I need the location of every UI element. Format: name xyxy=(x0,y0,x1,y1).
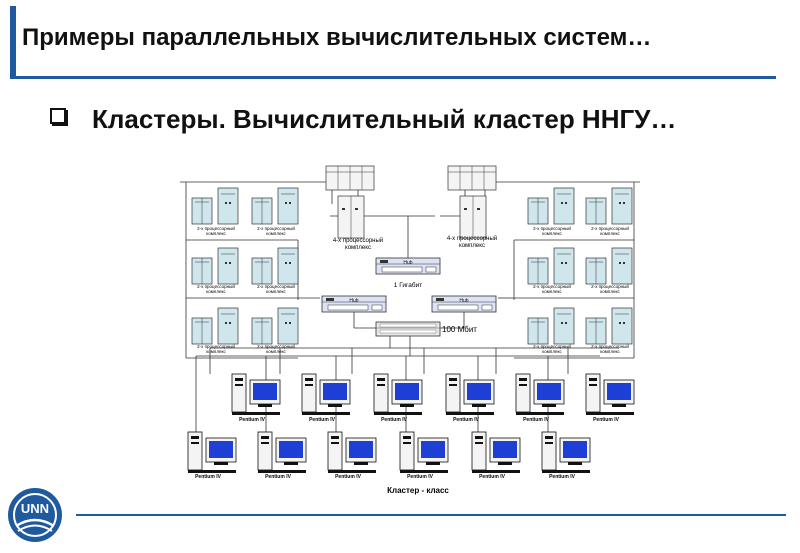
pc-row2-6: Pentium IV xyxy=(541,431,591,480)
title-underline xyxy=(10,76,776,79)
svg-text:Pentium IV: Pentium IV xyxy=(593,417,620,423)
pc-row2-3: Pentium IV xyxy=(327,431,377,480)
svg-text:комплекс: комплекс xyxy=(206,231,226,236)
svg-text:2-х процессорный: 2-х процессорный xyxy=(197,283,235,289)
cluster-diagram: 2-х процессорный комплекс 2-х процессорн… xyxy=(180,165,640,495)
svg-text:Hub: Hub xyxy=(459,298,468,304)
svg-text:Pentium IV: Pentium IV xyxy=(407,474,434,480)
bullet-square-icon xyxy=(50,108,66,124)
svg-text:комплекс: комплекс xyxy=(600,231,620,236)
dual-node-r3: 2-х процессорный комплекс xyxy=(527,247,575,294)
svg-text:4-х процессорный: 4-х процессорный xyxy=(447,235,497,242)
svg-text:4-х процессорный: 4-х процессорный xyxy=(333,237,383,244)
dual-node-l5: 2-х процессорный комплекс xyxy=(191,307,239,354)
svg-text:Pentium IV: Pentium IV xyxy=(549,474,576,480)
svg-text:2-х процессорный: 2-х процессорный xyxy=(257,225,295,231)
svg-text:комплекс: комплекс xyxy=(266,231,286,236)
pc-row2-4: Pentium IV xyxy=(399,431,449,480)
svg-text:Pentium IV: Pentium IV xyxy=(195,474,222,480)
svg-text:Pentium IV: Pentium IV xyxy=(523,417,550,423)
dual-node-l4: 2-х процессорный комплекс xyxy=(251,247,299,294)
pc-row1-1: Pentium IV xyxy=(231,373,281,423)
svg-text:2-х процессорный: 2-х процессорный xyxy=(533,225,571,231)
svg-text:2-х процессорный: 2-х процессорный xyxy=(591,343,629,349)
pc-row1-5: Pentium IV xyxy=(515,373,565,423)
svg-text:Hub: Hub xyxy=(349,298,358,304)
pc-row1-2: Pentium IV xyxy=(301,373,351,423)
unn-logo: UNN xyxy=(8,488,62,542)
quad-server-left: 4-х процессорный комплекс xyxy=(325,165,383,251)
svg-text:Hub: Hub xyxy=(403,260,412,266)
svg-text:комплекс: комплекс xyxy=(459,243,485,249)
dual-node-l3: 2-х процессорный комплекс xyxy=(191,247,239,294)
dual-node-l1: 2-х процессорный комплекс xyxy=(191,187,239,236)
bullet-text: Кластеры. Вычислительный кластер ННГУ… xyxy=(92,104,677,134)
svg-text:2-х процессорный: 2-х процессорный xyxy=(591,283,629,289)
pc-row1-4: Pentium IV xyxy=(445,373,495,423)
switch-100mbit xyxy=(375,321,441,337)
dual-node-r6: 2-х процессорный комплекс xyxy=(585,307,633,354)
svg-text:комплекс: комплекс xyxy=(206,349,226,354)
svg-text:2-х процессорный: 2-х процессорный xyxy=(197,343,235,349)
svg-text:Pentium IV: Pentium IV xyxy=(239,417,266,423)
svg-text:Pentium IV: Pentium IV xyxy=(479,474,506,480)
svg-text:2-х процессорный: 2-х процессорный xyxy=(533,283,571,289)
svg-text:Pentium IV: Pentium IV xyxy=(381,417,408,423)
dual-node-r1: 2-х процессорный комплекс xyxy=(527,187,575,236)
svg-text:2-х процессорный: 2-х процессорный xyxy=(533,343,571,349)
hub-left: Hub xyxy=(321,295,387,313)
quad-server-right: 4-х процессорный комплекс xyxy=(447,165,497,249)
svg-text:Pentium IV: Pentium IV xyxy=(453,417,480,423)
svg-text:2-х процессорный: 2-х процессорный xyxy=(257,283,295,289)
hub-top: Hub xyxy=(375,257,441,275)
svg-text:комплекс: комплекс xyxy=(206,289,226,294)
svg-text:комплекс: комплекс xyxy=(345,245,371,251)
pc-row1-3: Pentium IV xyxy=(373,373,423,423)
dual-node-r5: 2-х процессорный комплекс xyxy=(527,307,575,354)
svg-text:комплекс: комплекс xyxy=(542,231,562,236)
svg-text:Pentium IV: Pentium IV xyxy=(265,474,292,480)
dual-node-l6: 2-х процессорный комплекс xyxy=(251,307,299,354)
dual-node-l2: 2-х процессорный комплекс xyxy=(251,187,299,236)
cluster-class-label: Кластер - класс xyxy=(387,486,449,495)
pc-row1-6: Pentium IV xyxy=(585,373,635,423)
svg-text:Pentium IV: Pentium IV xyxy=(309,417,336,423)
svg-text:комплекс: комплекс xyxy=(266,349,286,354)
gigabit-label: 1 Гигабит xyxy=(394,281,422,289)
svg-text:2-х процессорный: 2-х процессорный xyxy=(197,225,235,231)
page-title: Примеры параллельных вычислительных сист… xyxy=(22,24,652,51)
svg-text:Pentium IV: Pentium IV xyxy=(335,474,362,480)
pc-row2-2: Pentium IV xyxy=(257,431,307,480)
pc-row2-5: Pentium IV xyxy=(471,431,521,480)
svg-text:комплекс: комплекс xyxy=(600,289,620,294)
hub-right: Hub xyxy=(431,295,497,313)
svg-text:комплекс: комплекс xyxy=(542,289,562,294)
pc-row2-1: Pentium IV xyxy=(187,431,237,480)
footer-rule xyxy=(76,514,786,516)
svg-text:2-х процессорный: 2-х процессорный xyxy=(591,225,629,231)
dual-node-r4: 2-х процессорный комплекс xyxy=(585,247,633,294)
svg-text:комплекс: комплекс xyxy=(600,349,620,354)
svg-text:комплекс: комплекс xyxy=(266,289,286,294)
dual-node-r2: 2-х процессорный комплекс xyxy=(585,187,633,236)
mbit-label: 100 Мбит xyxy=(442,325,477,334)
svg-text:UNN: UNN xyxy=(21,501,49,516)
title-accent-bar xyxy=(10,6,16,78)
svg-text:комплекс: комплекс xyxy=(542,349,562,354)
svg-text:2-х процессорный: 2-х процессорный xyxy=(257,343,295,349)
